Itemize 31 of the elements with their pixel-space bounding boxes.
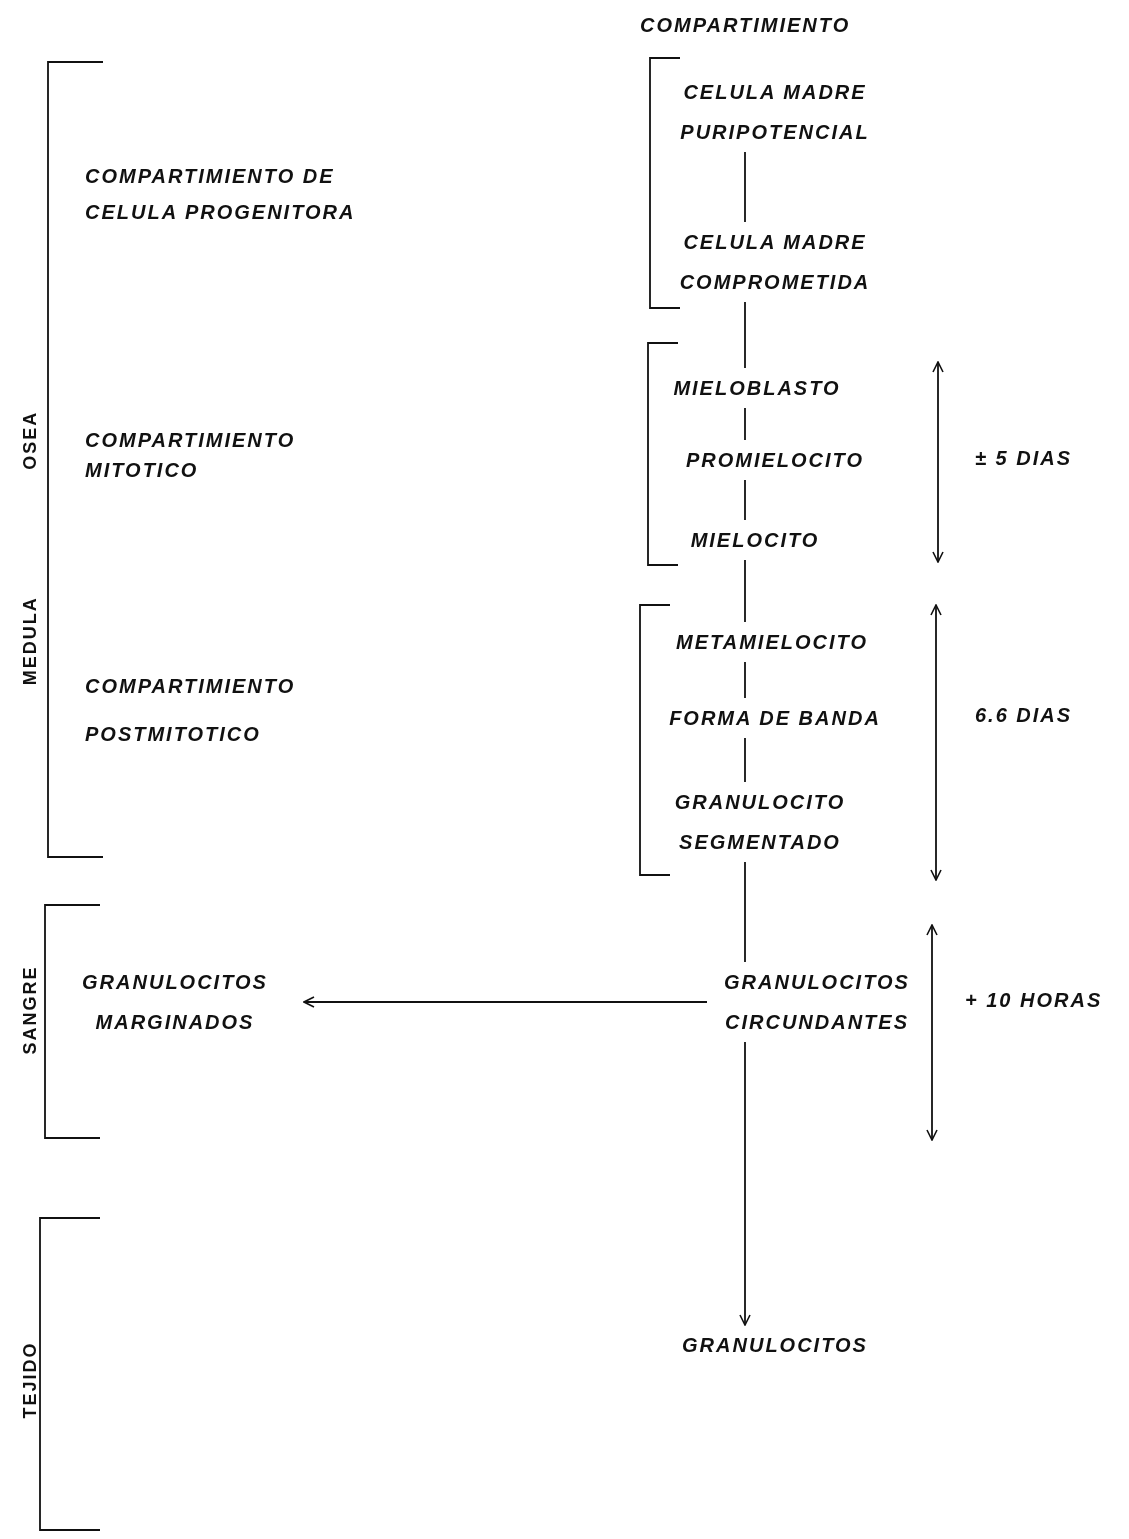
connector-line (744, 861, 746, 963)
compartment-label: COMPARTIMIENTO POSTMITOTICO (85, 674, 297, 747)
connector-line (744, 151, 746, 223)
arrow (303, 996, 708, 1008)
duration-label: + 10 HORAS (965, 988, 1104, 1013)
section-label: SANGRE (19, 965, 41, 1055)
compartment-label: COMPARTIMIENTO (640, 13, 852, 38)
connector-line (744, 479, 746, 521)
connector-line (744, 301, 746, 369)
section-label: TEJIDO (19, 1341, 41, 1419)
section-label: MEDULA OSEA (19, 410, 41, 686)
compartment-label: COMPARTIMIENTO MITOTICO (85, 428, 297, 483)
cell-stage-label: MIELOCITO (689, 528, 821, 553)
duration-label: ± 5 DIAS (975, 446, 1073, 471)
cell-stage-label: GRANULOCITO SEGMENTADO (673, 790, 847, 855)
cell-stage-label: GRANULOCITOS MARGINADOS (81, 970, 269, 1035)
arrow (739, 1041, 751, 1326)
cell-stage-label: METAMIELOCITO (675, 630, 869, 655)
cell-stage-label: FORMA DE BANDA (668, 706, 882, 731)
cell-stage-label: CELULA MADRE COMPROMETIDA (678, 230, 872, 295)
cell-stage-label: PROMIELOCITO (684, 448, 866, 473)
compartment-label: COMPARTIMIENTO DE CELULA PROGENITORA (85, 164, 357, 225)
cell-stage-label: GRANULOCITOS CIRCUNDANTES (723, 970, 911, 1035)
duration-label: 6.6 DIAS (975, 703, 1074, 728)
cell-stage-label: MIELOBLASTO (672, 376, 842, 401)
cell-stage-label: GRANULOCITOS (681, 1333, 869, 1358)
connector-line (744, 559, 746, 623)
connector-line (744, 737, 746, 783)
connector-line (744, 661, 746, 699)
cell-stage-label: CELULA MADRE PURIPOTENCIAL (679, 80, 871, 145)
connector-line (744, 407, 746, 441)
